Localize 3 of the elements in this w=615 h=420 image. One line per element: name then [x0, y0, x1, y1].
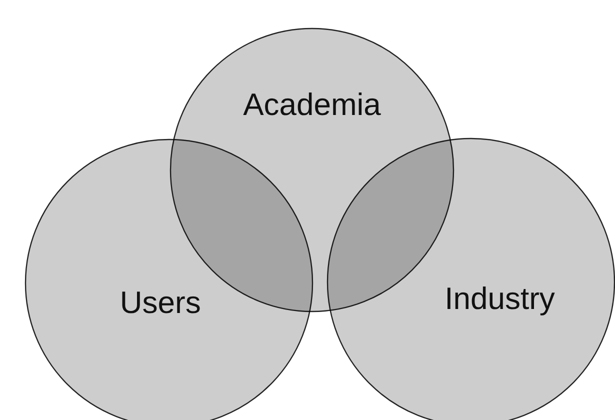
circle-label: Users [120, 285, 201, 322]
circle-label: Academia [243, 86, 381, 123]
circle-label: Industry [444, 281, 555, 318]
